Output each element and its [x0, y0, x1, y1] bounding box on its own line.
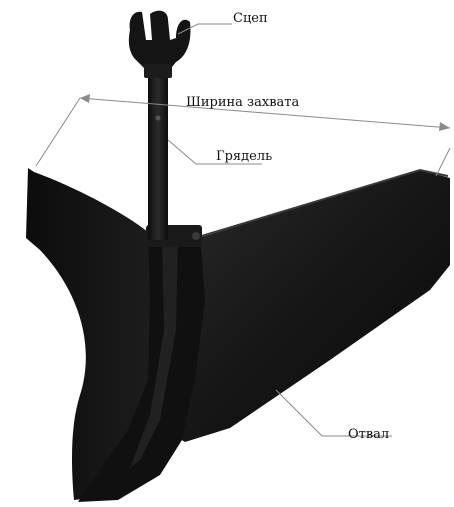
hitch-fork	[129, 11, 191, 72]
beam-hole	[156, 116, 161, 121]
leader-width-right	[436, 148, 450, 176]
bolt-right	[192, 232, 200, 240]
moldboard-right-wing	[165, 170, 450, 442]
arrow-right	[439, 122, 450, 131]
arrow-left	[80, 94, 90, 103]
working-width-label: Ширина захвата	[186, 96, 299, 109]
moldboard-label: Отвал	[348, 428, 389, 441]
beam	[148, 70, 168, 240]
hitch-label: Сцеп	[233, 12, 268, 25]
leader-width-left	[36, 98, 80, 166]
beam-label: Грядель	[216, 150, 272, 163]
hitch-collar	[144, 64, 172, 78]
